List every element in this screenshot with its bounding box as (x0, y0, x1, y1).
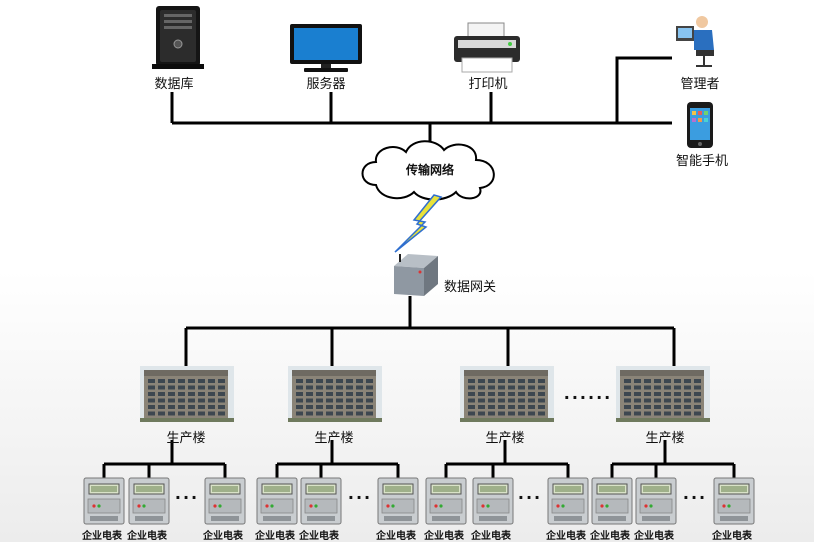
electric-meter-icon (472, 477, 514, 525)
server-monitor-icon (290, 24, 362, 72)
manager-icon (676, 16, 714, 67)
meter-label: 企业电表 (82, 531, 122, 542)
meter-label: 企业电表 (546, 531, 586, 542)
building-label: 生产楼 (645, 431, 685, 446)
meter-label: 企业电表 (127, 531, 167, 542)
meter-label: 企业电表 (299, 531, 339, 542)
meter-label: 企业电表 (471, 531, 511, 542)
electric-meter-icon (425, 477, 467, 525)
buildings-ellipsis: ······ (563, 388, 613, 407)
gateway-icon (394, 254, 438, 296)
meter-label: 企业电表 (590, 531, 630, 542)
building-connectors (184, 296, 676, 366)
meter-label: 企业电表 (634, 531, 674, 542)
manager-label: 管理者 (680, 77, 720, 92)
meters-ellipsis: ··· (347, 488, 373, 507)
meter-label: 企业电表 (255, 531, 295, 542)
meter-label: 企业电表 (424, 531, 464, 542)
electric-meter-icon (204, 477, 246, 525)
phone-label: 智能手机 (675, 154, 729, 169)
cloud-shape (361, 140, 495, 201)
electric-meter-icon (713, 477, 755, 525)
cloud-label: 传输网络 (405, 163, 455, 177)
building-label: 生产楼 (166, 431, 206, 446)
meter-label: 企业电表 (712, 531, 752, 542)
printer-label: 打印机 (468, 77, 508, 92)
building-label: 生产楼 (485, 431, 525, 446)
building-icon (288, 366, 382, 422)
meters-layer (83, 477, 755, 525)
top-connectors (170, 56, 672, 150)
buildings-layer (140, 366, 710, 422)
electric-meter-icon (591, 477, 633, 525)
wireless-bolt-icon (394, 194, 443, 253)
meters-ellipsis: ··· (682, 488, 708, 507)
electric-meter-icon (83, 477, 125, 525)
meter-connectors (102, 440, 736, 478)
meter-label: 企业电表 (203, 531, 243, 542)
electric-meter-icon (300, 477, 342, 525)
electric-meter-icon (128, 477, 170, 525)
building-icon (140, 366, 234, 422)
electric-meter-icon (256, 477, 298, 525)
database-label: 数据库 (154, 77, 194, 92)
electric-meter-icon (635, 477, 677, 525)
building-icon (616, 366, 710, 422)
database-icon (152, 6, 204, 69)
server-label: 服务器 (306, 77, 346, 92)
gateway-label: 数据网关 (444, 280, 497, 295)
meters-ellipsis: ··· (517, 488, 543, 507)
electric-meter-icon (547, 477, 589, 525)
meters-ellipsis: ··· (174, 488, 200, 507)
building-icon (460, 366, 554, 422)
phone-icon (687, 102, 713, 148)
printer-icon (454, 22, 520, 73)
electric-meter-icon (377, 477, 419, 525)
meter-label: 企业电表 (376, 531, 416, 542)
building-label: 生产楼 (314, 431, 354, 446)
